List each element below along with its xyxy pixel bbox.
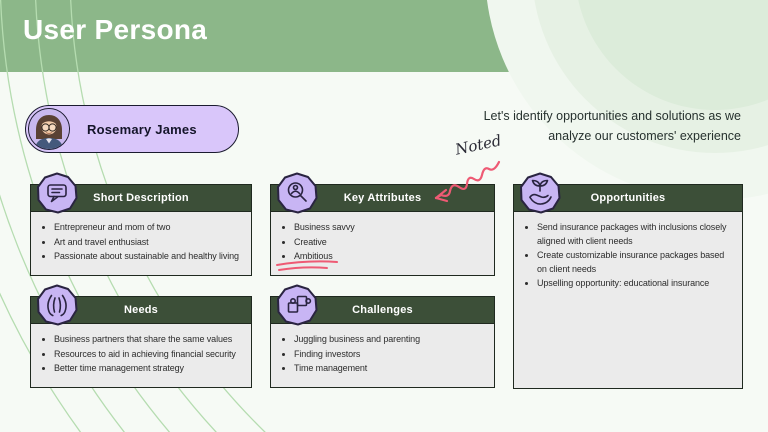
bullet-item: Ambitious <box>294 250 486 264</box>
bullet-item: Art and travel enthusiast <box>54 236 243 250</box>
card-title: Opportunities <box>590 192 666 204</box>
card-title: Challenges <box>352 304 413 316</box>
bullet-item: Finding investors <box>294 348 486 362</box>
intro-line-1: Let's identify opportunities and solutio… <box>483 109 741 123</box>
avatar-illustration <box>29 109 69 149</box>
bullet-item: Resources to aid in achieving financial … <box>54 348 243 362</box>
card-title: Key Attributes <box>343 192 422 204</box>
header-banner <box>0 0 540 72</box>
page-title: User Persona <box>23 14 208 45</box>
card-body: Business partners that share the same va… <box>30 324 252 388</box>
bullet-item: Entrepreneur and mom of two <box>54 221 243 235</box>
bullet-item: Juggling business and parenting <box>294 333 486 347</box>
bullet-item: Send insurance packages with inclusions … <box>537 221 734 248</box>
persona-pill: Rosemary James <box>25 105 239 153</box>
bullet-item: Upselling opportunity: educational insur… <box>537 277 734 291</box>
bullet-item: Create customizable insurance packages b… <box>537 249 734 276</box>
magnifier-person-icon <box>275 171 319 215</box>
card-body: Send insurance packages with inclusions … <box>513 212 743 389</box>
persona-name: Rosemary James <box>87 121 197 137</box>
avatar <box>28 108 70 150</box>
card-opportunities: Opportunities Send insurance packages wi… <box>513 172 743 389</box>
card-body: Business savvy Creative Ambitious <box>270 212 495 276</box>
card-short-description: Short Description Entrepreneur and mom o… <box>30 172 252 276</box>
hands-icon <box>35 283 79 327</box>
card-needs: Needs Business partners that share the s… <box>30 284 252 388</box>
bullet-item: Business partners that share the same va… <box>54 333 243 347</box>
card-key-attributes: Key Attributes Business savvy Creative A… <box>270 172 495 276</box>
card-title: Needs <box>123 304 159 316</box>
hand-sprout-icon <box>518 171 562 215</box>
speech-bubble-icon <box>35 171 79 215</box>
bullet-item: Passionate about sustainable and healthy… <box>54 250 243 264</box>
bullet-item: Time management <box>294 362 486 376</box>
bullet-item: Creative <box>294 236 486 250</box>
card-body: Entrepreneur and mom of two Art and trav… <box>30 212 252 276</box>
card-body: Juggling business and parenting Finding … <box>270 324 495 388</box>
intro-line-2: analyze our customers' experience <box>548 129 741 143</box>
card-challenges: Challenges Juggling business and parenti… <box>270 284 495 388</box>
bullet-item: Business savvy <box>294 221 486 235</box>
puzzle-icon <box>275 283 319 327</box>
card-title: Short Description <box>93 192 189 204</box>
intro-text: Let's identify opportunities and solutio… <box>431 106 741 146</box>
bullet-item: Better time management strategy <box>54 362 243 376</box>
